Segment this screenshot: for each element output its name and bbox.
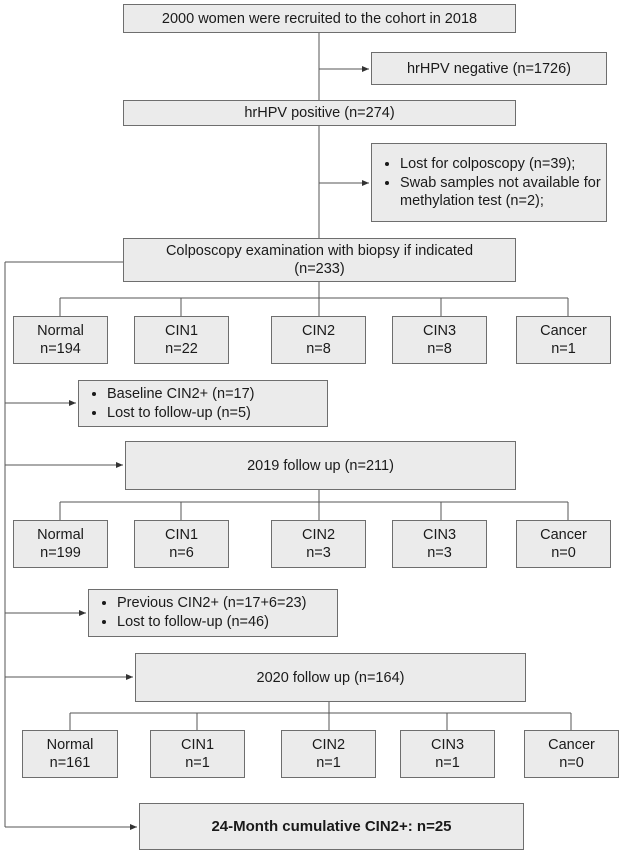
outcome-2019-cancer: Cancer n=0 (516, 520, 611, 568)
exclusion-list-2: Baseline CIN2+ (n=17) Lost to follow-up … (89, 385, 255, 423)
outcome-2019-normal: Normal n=199 (13, 520, 108, 568)
outcome-count: n=1 (185, 755, 210, 771)
outcome-label: Normal (37, 323, 84, 339)
outcome-count: n=0 (551, 545, 576, 561)
outcome-2020-cin3: CIN3 n=1 (400, 730, 495, 778)
exclusion-item: Lost to follow-up (n=5) (107, 404, 255, 423)
outcome-count: n=8 (427, 341, 452, 357)
exclusion-list-1: Lost for colposcopy (n=39); Swab samples… (382, 155, 606, 211)
outcome-2019-cin1: CIN1 n=6 (134, 520, 229, 568)
outcome-label: CIN3 (422, 323, 457, 339)
outcome-2020-cin1: CIN1 n=1 (150, 730, 245, 778)
followup-2020-box: 2020 follow up (n=164) (135, 653, 526, 702)
cumulative-box: 24-Month cumulative CIN2+: n=25 (139, 803, 524, 850)
exclusion-item: Previous CIN2+ (n=17+6=23) (117, 594, 306, 613)
colposcopy-line2: (n=233) (294, 261, 345, 277)
hrhpv-negative-box: hrHPV negative (n=1726) (371, 52, 607, 85)
outcome-count: n=1 (316, 755, 341, 771)
exclusion-item: Swab samples not available for methylati… (400, 174, 606, 211)
exclusion-box-1: Lost for colposcopy (n=39); Swab samples… (371, 143, 607, 222)
recruited-box: 2000 women were recruited to the cohort … (123, 4, 516, 33)
outcome-count: n=1 (435, 755, 460, 771)
outcome-label: CIN1 (164, 323, 199, 339)
outcome-2019-cin3: CIN3 n=3 (392, 520, 487, 568)
outcome-label: CIN2 (301, 323, 336, 339)
outcome-count: n=1 (551, 341, 576, 357)
hrhpv-positive-box: hrHPV positive (n=274) (123, 100, 516, 126)
outcome-count: n=8 (306, 341, 331, 357)
outcome-2020-normal: Normal n=161 (22, 730, 118, 778)
outcome-count: n=3 (306, 545, 331, 561)
outcome-count: n=194 (40, 341, 81, 357)
recruited-text: 2000 women were recruited to the cohort … (161, 10, 478, 27)
outcome-label: CIN3 (422, 527, 457, 543)
followup-2019-box: 2019 follow up (n=211) (125, 441, 516, 490)
outcome-label: Cancer (540, 323, 587, 339)
colposcopy-line1: Colposcopy examination with biopsy if in… (165, 243, 474, 259)
outcome-label: CIN2 (301, 527, 336, 543)
baseline-outcome-cin1: CIN1 n=22 (134, 316, 229, 364)
outcome-2020-cin2: CIN2 n=1 (281, 730, 376, 778)
outcome-label: Cancer (548, 737, 595, 753)
cumulative-text: 24-Month cumulative CIN2+: n=25 (211, 817, 452, 835)
outcome-count: n=22 (165, 341, 198, 357)
outcome-label: CIN1 (164, 527, 199, 543)
exclusion-box-3: Previous CIN2+ (n=17+6=23) Lost to follo… (88, 589, 338, 637)
outcome-label: Normal (37, 527, 84, 543)
exclusion-list-3: Previous CIN2+ (n=17+6=23) Lost to follo… (99, 594, 306, 632)
exclusion-box-2: Baseline CIN2+ (n=17) Lost to follow-up … (78, 380, 328, 427)
outcome-count: n=199 (40, 545, 81, 561)
hrhpv-negative-text: hrHPV negative (n=1726) (406, 60, 572, 77)
outcome-2019-cin2: CIN2 n=3 (271, 520, 366, 568)
outcome-label: CIN3 (430, 737, 465, 753)
exclusion-item: Lost for colposcopy (n=39); (400, 155, 606, 174)
outcome-label: CIN2 (311, 737, 346, 753)
followup-2020-text: 2020 follow up (n=164) (256, 669, 405, 686)
outcome-count: n=6 (169, 545, 194, 561)
followup-2019-text: 2019 follow up (n=211) (247, 457, 394, 474)
hrhpv-positive-text: hrHPV positive (n=274) (244, 105, 395, 121)
baseline-outcome-cin3: CIN3 n=8 (392, 316, 487, 364)
exclusion-item: Lost to follow-up (n=46) (117, 613, 306, 632)
exclusion-item: Baseline CIN2+ (n=17) (107, 385, 255, 404)
outcome-label: Normal (46, 737, 94, 753)
baseline-outcome-cin2: CIN2 n=8 (271, 316, 366, 364)
outcome-count: n=0 (559, 755, 584, 771)
outcome-2020-cancer: Cancer n=0 (524, 730, 619, 778)
outcome-count: n=3 (427, 545, 452, 561)
baseline-outcome-normal: Normal n=194 (13, 316, 108, 364)
outcome-count: n=161 (49, 755, 91, 771)
outcome-label: Cancer (540, 527, 587, 543)
colposcopy-box: Colposcopy examination with biopsy if in… (123, 238, 516, 282)
baseline-outcome-cancer: Cancer n=1 (516, 316, 611, 364)
outcome-label: CIN1 (180, 737, 215, 753)
